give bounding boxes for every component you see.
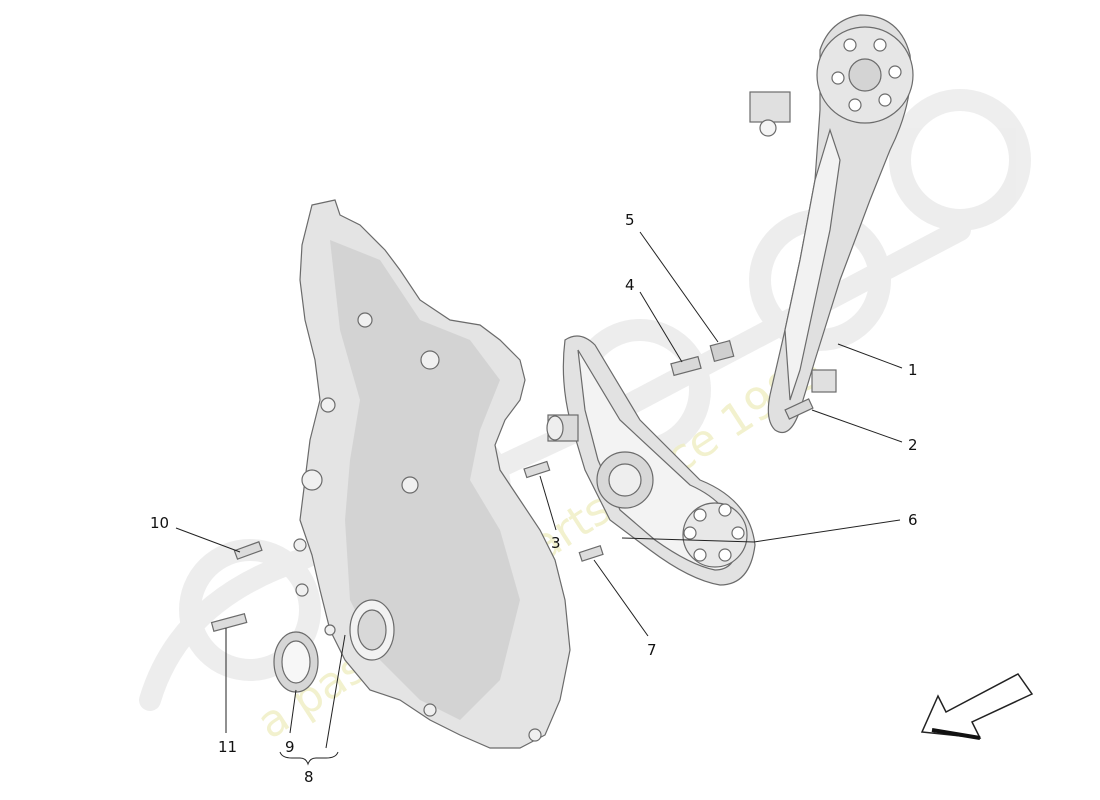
callout-1: 1 bbox=[908, 361, 918, 379]
cover-bolt bbox=[233, 541, 263, 560]
crankshaft-seal bbox=[273, 631, 319, 693]
callout-2: 2 bbox=[908, 436, 918, 454]
upper-chain-assembly bbox=[749, 14, 914, 434]
chain-tensioner bbox=[546, 414, 579, 442]
sprocket-bolt bbox=[578, 545, 604, 562]
callout-5: 5 bbox=[625, 211, 635, 229]
callout-7: 7 bbox=[647, 641, 657, 659]
timing-cover bbox=[293, 199, 571, 749]
stud-bolt bbox=[210, 613, 248, 632]
direction-arrow bbox=[920, 673, 1034, 740]
callout-10: 10 bbox=[150, 514, 169, 532]
guide-bolt bbox=[670, 355, 702, 377]
lower-chain-assembly bbox=[562, 335, 756, 586]
callout-6: 6 bbox=[908, 511, 918, 529]
guide-spacer bbox=[709, 339, 735, 363]
guide-pin bbox=[784, 398, 814, 420]
tensioner-bolt bbox=[523, 460, 551, 479]
callouts: 1 2 3 4 5 6 7 8 9 10 11 bbox=[150, 211, 918, 786]
leader-lines bbox=[175, 231, 903, 766]
callout-9: 9 bbox=[285, 738, 295, 756]
callout-4: 4 bbox=[625, 276, 635, 294]
callout-3: 3 bbox=[551, 534, 561, 552]
callout-11: 11 bbox=[218, 738, 237, 756]
callout-8: 8 bbox=[304, 768, 314, 786]
